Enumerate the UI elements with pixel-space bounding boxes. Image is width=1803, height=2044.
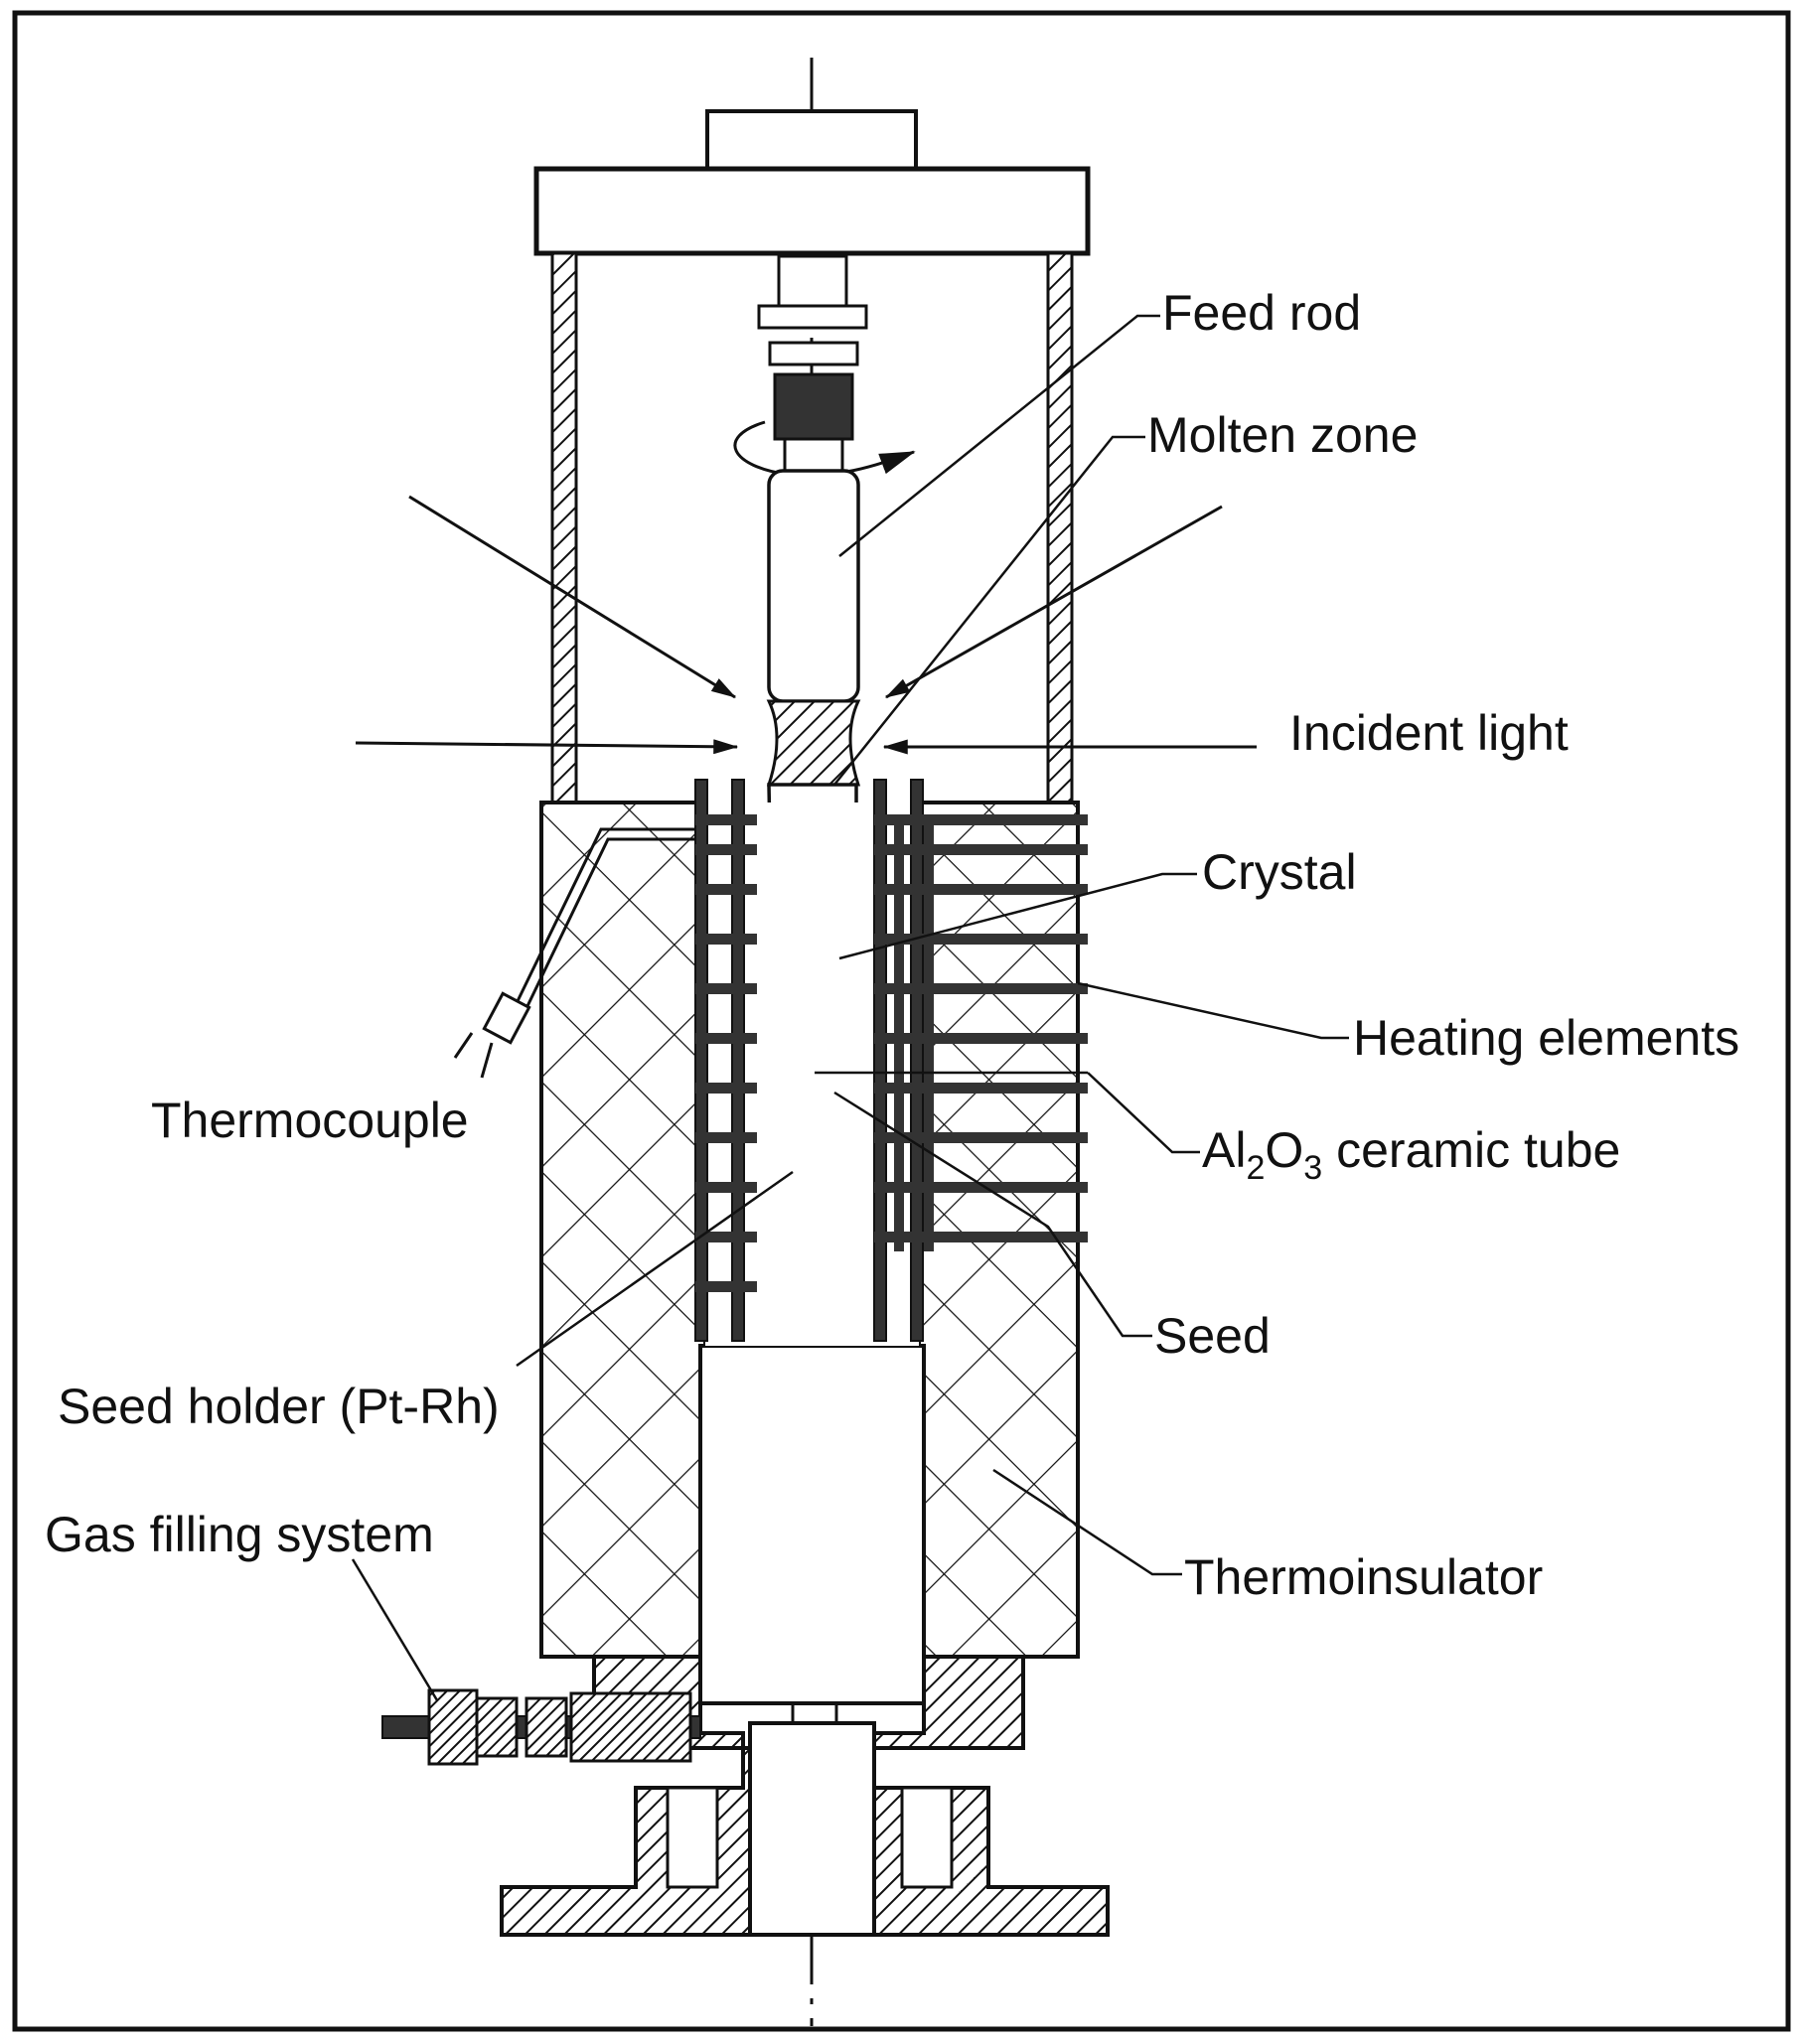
label-ceramic-tube: Al2O3 ceramic tube bbox=[1202, 1122, 1620, 1187]
leader-lines bbox=[351, 314, 1349, 1701]
label-crystal: Crystal bbox=[1202, 844, 1357, 900]
heating-element-right-rung bbox=[874, 844, 1088, 855]
heating-element-right-rung bbox=[874, 934, 1088, 945]
leader-seed bbox=[833, 1091, 1152, 1338]
heating-element-right-rung bbox=[874, 1132, 1088, 1143]
heating-element-right-connector bbox=[894, 814, 904, 1251]
leader-thermoinsulator bbox=[992, 1468, 1182, 1576]
label-seed-holder: Seed holder (Pt-Rh) bbox=[58, 1379, 500, 1434]
molten-zone bbox=[766, 699, 861, 787]
thermocouple-probe bbox=[453, 827, 695, 1079]
leader-molten-zone bbox=[833, 435, 1145, 786]
feed-rod bbox=[767, 469, 860, 703]
heating-element-left-rung bbox=[695, 1182, 757, 1193]
heating-element-left-rung bbox=[695, 1232, 757, 1242]
leader-seed-holder bbox=[516, 1170, 794, 1368]
heating-element-right-rung bbox=[874, 1033, 1088, 1044]
label-thermocouple: Thermocouple bbox=[151, 1093, 469, 1148]
ceramic-tube-part-rest: ceramic tube bbox=[1322, 1122, 1620, 1178]
heating-element-right-rung bbox=[874, 884, 1088, 895]
label-feed-rod: Feed rod bbox=[1162, 285, 1361, 341]
heating-element-right-rung bbox=[874, 1182, 1088, 1193]
heating-element-right-rung bbox=[874, 1232, 1088, 1242]
heating-element-left-rung bbox=[695, 983, 757, 994]
heating-element-left-rung bbox=[695, 1281, 757, 1292]
incident-light-arrows bbox=[355, 495, 1257, 755]
ceramic-tube-sub-2: 2 bbox=[1246, 1149, 1265, 1187]
ceramic-tube bbox=[694, 779, 924, 1342]
leader-feed-rod bbox=[838, 314, 1160, 557]
heating-element-left-rung bbox=[695, 814, 757, 825]
top-cap bbox=[533, 109, 1091, 256]
heating-elements-left bbox=[695, 814, 757, 1292]
label-heating-elements: Heating elements bbox=[1353, 1010, 1739, 1066]
heating-element-left-rung bbox=[695, 1033, 757, 1044]
figure-border bbox=[12, 10, 1791, 2032]
heating-element-left-rung bbox=[695, 884, 757, 895]
heating-element-right-connector bbox=[924, 814, 934, 1251]
ceramic-tube-part-al: Al bbox=[1202, 1122, 1246, 1178]
ceramic-tube-sub-3: 3 bbox=[1303, 1149, 1322, 1187]
heating-element-left-rung bbox=[695, 934, 757, 945]
quartz-tube bbox=[550, 251, 1074, 806]
ceramic-tube-part-o: O bbox=[1265, 1122, 1303, 1178]
leader-heating-elements bbox=[1077, 981, 1349, 1040]
heating-element-left-rung bbox=[695, 1132, 757, 1143]
label-molten-zone: Molten zone bbox=[1147, 407, 1418, 463]
label-thermoinsulator: Thermoinsulator bbox=[1184, 1549, 1543, 1605]
label-incident-light: Incident light bbox=[1289, 705, 1569, 761]
leader-gas-filling bbox=[351, 1558, 439, 1701]
heating-element-right-rung bbox=[874, 983, 1088, 994]
label-seed: Seed bbox=[1154, 1308, 1271, 1364]
heating-element-left-rung bbox=[695, 1083, 757, 1094]
heating-elements-right bbox=[874, 814, 1088, 1251]
leader-crystal bbox=[838, 872, 1197, 960]
gas-fitting bbox=[381, 1688, 701, 1766]
heating-element-right-rung bbox=[874, 1083, 1088, 1094]
upper-shaft bbox=[757, 254, 868, 473]
leader-ceramic-tube bbox=[1087, 1072, 1200, 1154]
label-gas-filling-system: Gas filling system bbox=[45, 1507, 434, 1562]
heating-element-right-rung bbox=[874, 814, 1088, 825]
heating-element-left-rung bbox=[695, 844, 757, 855]
